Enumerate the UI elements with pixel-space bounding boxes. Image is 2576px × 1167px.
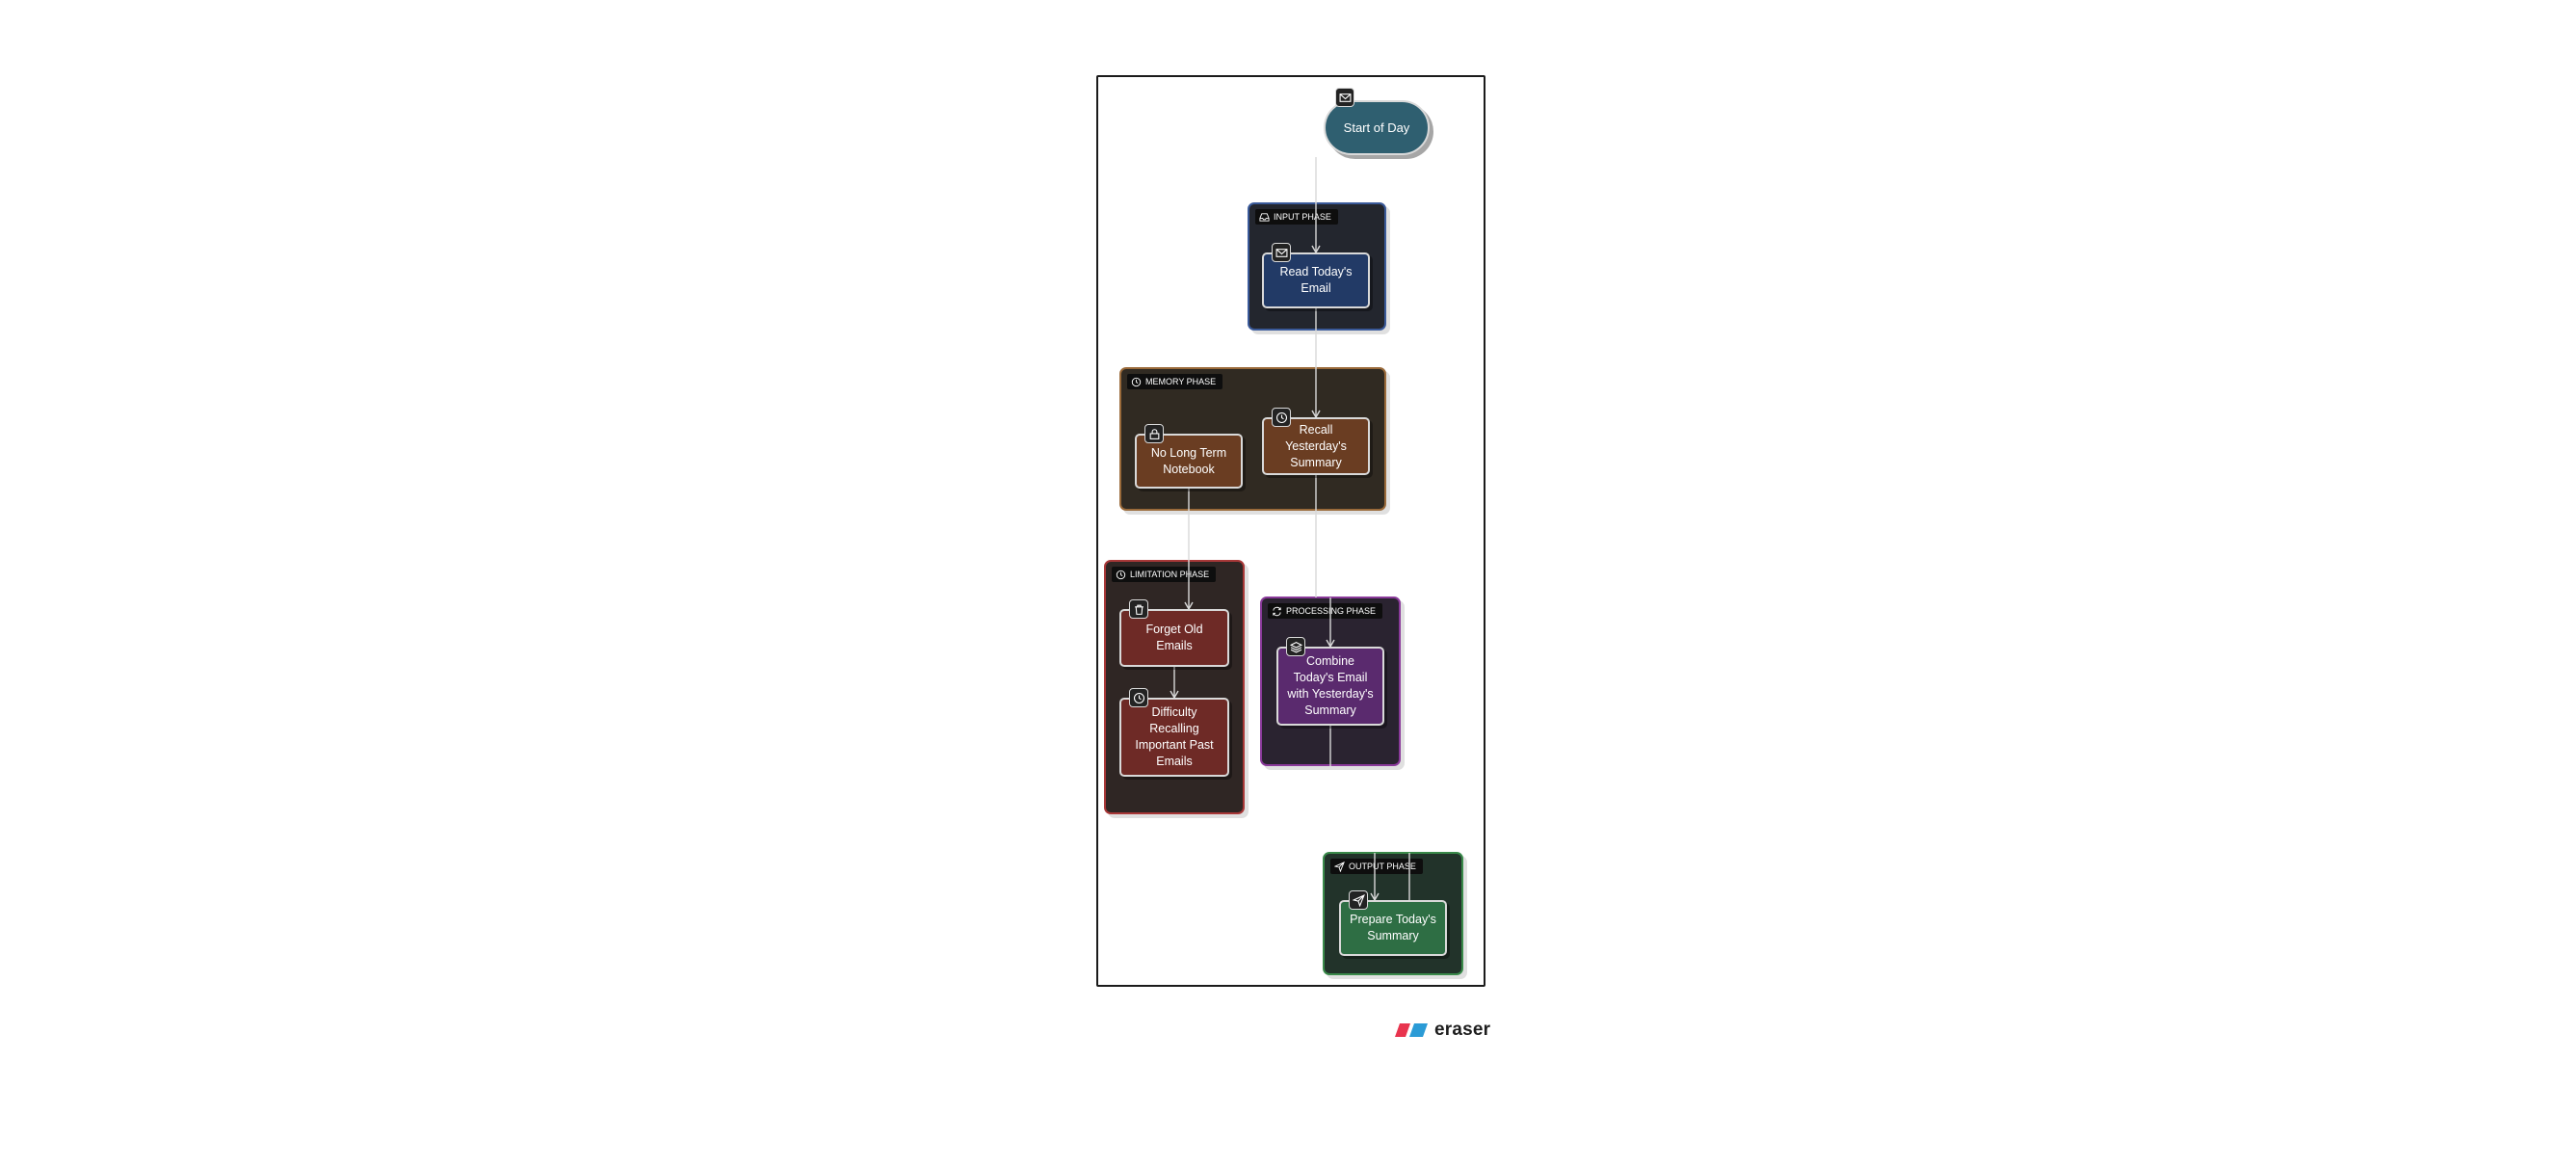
node-combine-email-summary[interactable]: Combine Today's Email with Yesterday's S…	[1276, 637, 1384, 726]
group-label: LIMITATION PHASE	[1112, 567, 1217, 582]
node-label: Combine Today's Email with Yesterday's S…	[1287, 654, 1374, 717]
node-prepare-todays-summary[interactable]: Prepare Today's Summary	[1339, 890, 1447, 956]
lock-icon	[1144, 424, 1164, 443]
group-label: MEMORY PHASE	[1127, 374, 1223, 389]
group-label-text: MEMORY PHASE	[1145, 377, 1217, 386]
send-icon	[1333, 861, 1345, 872]
node-difficulty-recalling[interactable]: Difficulty Recalling Important Past Emai…	[1119, 688, 1229, 777]
clock-icon	[1129, 688, 1148, 707]
eraser-logo-mark	[1395, 1023, 1428, 1037]
layers-icon	[1286, 637, 1305, 656]
node-label: Forget Old Emails	[1145, 623, 1203, 652]
group-label-text: OUTPUT PHASE	[1349, 862, 1416, 871]
node-label: Difficulty Recalling Important Past Emai…	[1135, 705, 1214, 768]
eraser-logo[interactable]: eraser	[1394, 1020, 1490, 1041]
trash-icon	[1129, 599, 1148, 619]
envelope-icon	[1272, 243, 1291, 262]
refresh-icon	[1272, 606, 1282, 617]
group-label-text: INPUT PHASE	[1274, 212, 1331, 222]
clock-icon	[1131, 377, 1142, 387]
clock-icon	[1116, 570, 1126, 580]
group-label-text: LIMITATION PHASE	[1130, 570, 1210, 579]
node-forget-old-emails[interactable]: Forget Old Emails	[1119, 599, 1229, 667]
node-read-todays-email[interactable]: Read Today's Email	[1262, 243, 1370, 308]
node-label: Prepare Today's Summary	[1350, 913, 1436, 942]
node-label: Recall Yesterday's Summary	[1285, 422, 1347, 469]
envelope-icon	[1335, 88, 1354, 107]
group-label: INPUT PHASE	[1255, 209, 1338, 225]
group-label-text: PROCESSING PHASE	[1286, 606, 1377, 616]
node-recall-yesterdays-summary[interactable]: Recall Yesterday's Summary	[1262, 408, 1370, 475]
send-icon	[1349, 890, 1368, 910]
node-label: No Long Term Notebook	[1150, 445, 1227, 476]
node-label: Read Today's Email	[1279, 265, 1353, 295]
group-label: PROCESSING PHASE	[1268, 603, 1383, 619]
start-node-label: Start of Day	[1343, 120, 1410, 135]
group-label: OUTPUT PHASE	[1330, 859, 1423, 874]
inbox-icon	[1259, 212, 1270, 223]
eraser-logo-text: eraser	[1434, 1020, 1491, 1040]
start-node[interactable]: Start of Day	[1324, 88, 1430, 155]
clock-icon	[1272, 408, 1291, 427]
node-no-long-term-notebook[interactable]: No Long Term Notebook	[1135, 424, 1243, 489]
